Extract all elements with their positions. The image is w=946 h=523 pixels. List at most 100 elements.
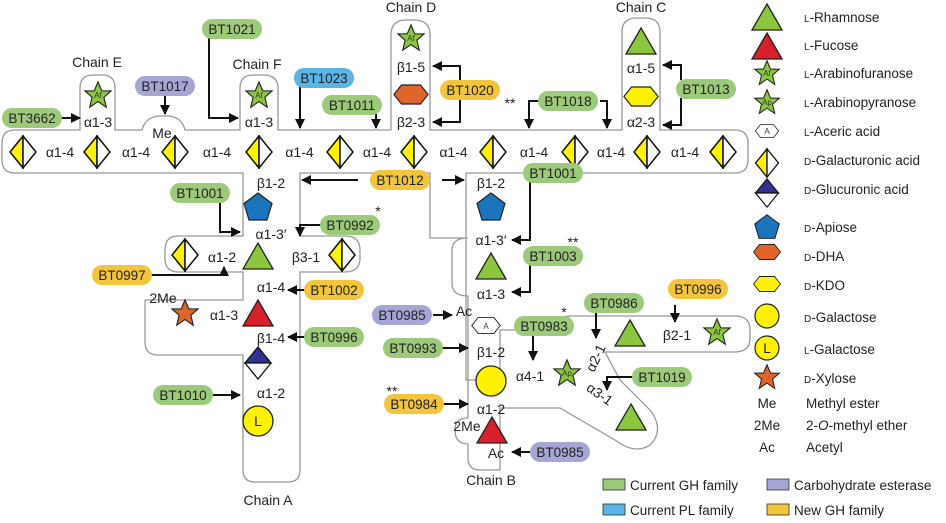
- legend-item-rhamnose: L-Rhamnose: [804, 10, 879, 25]
- badge-label: BT1002: [310, 283, 357, 298]
- aceric-symbol: A: [483, 322, 489, 331]
- badge-label: BT0985: [536, 445, 583, 460]
- legend-mod-name: 2-O-methyl ether: [806, 418, 908, 433]
- enzyme-badge-bt0992[interactable]: BT0992*: [320, 203, 381, 235]
- backbone-box: [1, 17, 751, 483]
- linkage-label: α1-5: [627, 60, 656, 76]
- legend-swatch-carbohydrate_esterase: [766, 478, 790, 491]
- badge-label: BT1011: [329, 98, 375, 113]
- badge-bg: [170, 183, 230, 203]
- badge-label: BT1001: [176, 186, 223, 201]
- legend-mod-abbr: 2Me: [754, 418, 780, 433]
- enzyme-badge-bt0983[interactable]: BT0983*: [514, 304, 574, 336]
- legend-swatch-current_gh: [602, 478, 626, 491]
- acetyl-label: Ac: [488, 445, 504, 461]
- enzyme-badge-bt0996[interactable]: BT0996: [668, 279, 728, 299]
- legend-item-kdo: D-KDO: [804, 278, 845, 293]
- chain-c-label: Chain C: [616, 0, 667, 15]
- badge-bg: [304, 280, 364, 300]
- af-label: Af: [255, 91, 263, 100]
- legend-item-arabinopyranose: L-Arabinopyranose: [804, 95, 916, 110]
- legend-item-aceric: L-Aceric acid: [804, 124, 880, 139]
- significance-mark: **: [568, 234, 579, 250]
- chain-f-label: Chain F: [232, 56, 281, 72]
- significance-mark: *: [375, 203, 381, 219]
- badge-label: BT0996: [674, 282, 721, 297]
- enzyme-badge-bt1011[interactable]: BT1011: [322, 95, 382, 115]
- enzyme-badge-bt3662[interactable]: BT3662: [2, 108, 62, 128]
- kdo-icon: [623, 86, 659, 107]
- significance-mark: **: [505, 95, 516, 111]
- backbone-linkage-label: α1-4: [520, 144, 549, 160]
- enzyme-badge-bt1003[interactable]: BT1003**: [523, 234, 583, 266]
- af-label: Af: [94, 91, 102, 100]
- enzyme-badge-bt1001[interactable]: BT1001: [523, 163, 583, 183]
- galactose-icon: [475, 365, 507, 397]
- 2me-label: 2Me: [149, 290, 176, 306]
- legend-galacturonic-acid-icon: [754, 148, 780, 178]
- enzyme-badge-bt0984[interactable]: BT0984**: [384, 383, 444, 414]
- linkage-label: β1-2: [477, 344, 506, 360]
- badge-label: BT0985: [378, 308, 425, 323]
- apiose-icon: [476, 192, 506, 221]
- legend-swatch-new_gh: [766, 503, 790, 516]
- backbone-linkage-label: α1-4: [203, 144, 232, 160]
- af-label: Af: [713, 328, 721, 337]
- legend-item-glucuronic: D-Glucuronic acid: [804, 182, 909, 197]
- enzyme-badge-bt1013[interactable]: BT1013: [676, 79, 736, 99]
- chain-a-label: Chain A: [243, 492, 293, 508]
- enzyme-badge-bt0985[interactable]: BT0985: [530, 442, 590, 462]
- legend-dha-icon: [753, 244, 781, 260]
- backbone-linkage-label: α1-4: [597, 144, 626, 160]
- linkage-label: α1-3: [477, 286, 506, 302]
- ap-label: Ap: [562, 369, 572, 378]
- legend-mod-abbr: Ac: [759, 440, 775, 455]
- enzyme-badge-bt1018[interactable]: BT1018: [538, 91, 598, 111]
- linkage-label: α1-3′: [256, 226, 287, 242]
- significance-mark: *: [561, 304, 567, 320]
- legend-item-dha: D-DHA: [804, 249, 844, 264]
- linkage-label: β1-2: [477, 175, 506, 191]
- enzyme-badge-bt0996[interactable]: BT0996: [304, 327, 364, 347]
- enzyme-badge-bt1010[interactable]: BT1010: [153, 385, 213, 405]
- badge-bg: [294, 68, 354, 88]
- linkage-label: α1-2: [257, 385, 286, 401]
- legend-family-new_gh: New GH family: [794, 503, 884, 518]
- enzyme-badge-bt1017[interactable]: BT1017: [135, 76, 195, 96]
- enzyme-badge-bt1002[interactable]: BT1002: [304, 280, 364, 300]
- enzyme-badge-bt1001[interactable]: BT1001: [170, 183, 230, 203]
- enzyme-badge-bt0986[interactable]: BT0986: [584, 293, 644, 313]
- l-galactose-icon: [242, 405, 274, 437]
- linkage-label: α1-3: [84, 114, 113, 130]
- enzyme-badge-bt0997[interactable]: BT0997: [92, 265, 152, 285]
- legend-ap-label: Ap: [762, 98, 772, 107]
- methyl-ester-label: Me: [152, 125, 172, 141]
- linkage-label: β2-1: [663, 327, 692, 343]
- enzyme-badge-bt0985[interactable]: BT0985: [372, 305, 432, 325]
- badge-label: BT1019: [638, 370, 685, 385]
- linkage-label: α4-1: [516, 368, 545, 384]
- legend-item-galacturonic: D-Galacturonic acid: [804, 153, 920, 168]
- enzyme-badge-bt1019[interactable]: BT1019: [632, 367, 692, 387]
- backbone-linkage-label: α1-4: [671, 144, 700, 160]
- legend-galactose-icon: [754, 303, 780, 329]
- badge-bg: [370, 170, 430, 190]
- legend-swatch-current_pl: [602, 503, 626, 516]
- enzyme-badge-bt1021[interactable]: BT1021: [202, 19, 262, 39]
- badge-bg: [153, 385, 213, 405]
- enzyme-badge-bt1012[interactable]: BT1012: [370, 170, 430, 190]
- badge-bg: [676, 79, 736, 99]
- badge-bg: [584, 293, 644, 313]
- legend-rhamnose-icon: [751, 3, 783, 31]
- enzyme-badge-bt0993[interactable]: BT0993: [383, 338, 443, 358]
- legend-glucuronic-acid-icon: [754, 178, 780, 208]
- enzyme-arrows: [60, 36, 682, 457]
- l-galactose-symbol: L: [254, 413, 262, 429]
- significance-mark: **: [387, 383, 398, 399]
- enzyme-badge-bt1020[interactable]: BT1020**: [440, 80, 516, 111]
- badge-label: BT0984: [390, 397, 438, 412]
- enzyme-badge-bt1023[interactable]: BT1023: [294, 68, 354, 88]
- legend-xylose-icon: [754, 364, 780, 389]
